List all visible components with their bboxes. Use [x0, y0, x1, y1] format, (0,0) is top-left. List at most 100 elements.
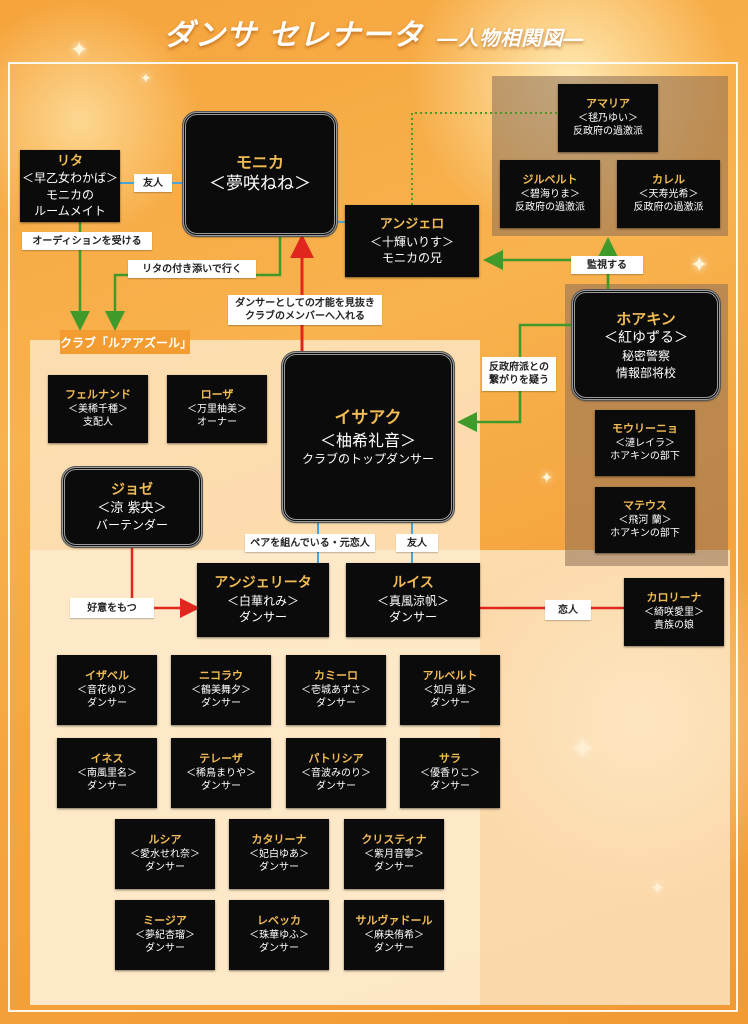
dancer-card: レベッカ＜珠華ゆふ＞ ダンサー	[229, 900, 329, 970]
character-actor: ＜飛河 蘭＞	[618, 514, 672, 526]
club-label: クラブ「ルアアズール」	[60, 330, 192, 354]
character-actor: ＜碧海りま＞	[520, 188, 580, 200]
relation-label: 好意をもつ	[70, 598, 154, 618]
dancer-name: イネス	[90, 752, 124, 766]
character-fernand: フェルナンド ＜美稀千種＞ 支配人	[48, 375, 148, 443]
character-monica: モニカ ＜夢咲ねね＞	[182, 111, 338, 237]
title-text: ダンサ セレナータ	[163, 18, 424, 53]
character-name: ジルベルト	[522, 173, 578, 187]
character-name: モウリーニョ	[612, 422, 678, 436]
dancer-role: ダンサー	[430, 698, 470, 710]
sparkle-icon: ✦	[690, 253, 709, 278]
dancer-name: クリスティナ	[361, 833, 427, 847]
character-actor: ＜柚希礼音＞	[319, 430, 416, 450]
character-name: モニカ	[235, 152, 284, 172]
dancer-role: ダンサー	[87, 698, 127, 710]
dancer-role: ダンサー	[145, 862, 185, 874]
character-role: オーナー	[197, 417, 237, 429]
character-jose: ジョゼ ＜涼 紫央＞ バーテンダー	[61, 466, 203, 548]
character-role: モニカの	[45, 187, 94, 202]
page-title: ダンサ セレナータ ―人物相関図―	[0, 10, 748, 54]
character-name: カレル	[652, 173, 685, 187]
character-role: バーテンダー	[95, 518, 168, 533]
dancer-card: クリスティナ＜紫月音寧＞ダンサー	[344, 819, 444, 889]
dancer-card: テレーザ＜稀鳥まりや＞ダンサー	[171, 738, 271, 808]
dancer-role: ダンサー	[201, 698, 241, 710]
dancer-role: ダンサー	[430, 781, 470, 793]
character-role: ダンサー	[388, 610, 437, 625]
character-name: ルイス	[392, 575, 434, 592]
character-luis: ルイス ＜真風涼帆＞ ダンサー	[346, 563, 480, 637]
relation-label-line: 繋がりを疑う	[489, 375, 549, 386]
dancer-actor: ＜麻央侑希＞	[364, 929, 424, 941]
character-role: 秘密警察	[621, 349, 670, 364]
character-name: カロリーナ	[646, 591, 702, 605]
character-angelo: アンジェロ ＜十輝いりす＞ モニカの兄	[345, 205, 479, 277]
relation-label-line: 反政府派との	[489, 362, 549, 373]
character-name: イサアク	[334, 407, 402, 428]
dancer-role: ダンサー	[259, 943, 299, 955]
character-angelita: アンジェリータ ＜白華れみ＞ ダンサー	[197, 563, 329, 637]
relation-label: リタの付き添いで行く	[128, 260, 256, 278]
character-name: アマリア	[586, 97, 630, 111]
dancer-role: ダンサー	[259, 862, 299, 874]
character-joaquin: ホアキン ＜紅ゆずる＞ 秘密警察 情報部将校	[571, 289, 721, 401]
character-name: ローザ	[200, 388, 234, 402]
outer-frame	[8, 62, 738, 1012]
relation-label: 友人	[396, 534, 438, 552]
dancer-actor: ＜愛水せれ奈＞	[130, 848, 200, 860]
dancer-name: テレーザ	[199, 752, 243, 766]
relation-label: ペアを組んでいる・元恋人	[245, 534, 375, 552]
character-name: フェルナンド	[65, 388, 131, 402]
character-actor: ＜早乙女わかば＞	[21, 171, 118, 186]
character-role: モニカの兄	[381, 250, 442, 265]
character-actor: ＜十輝いりす＞	[369, 234, 454, 249]
dancer-actor: ＜南風里名＞	[77, 767, 137, 779]
dancer-actor: ＜音波みのり＞	[301, 767, 371, 779]
character-rosa: ローザ ＜万里柚美＞ オーナー	[167, 375, 267, 443]
dancer-actor: ＜夢紀杏瑠＞	[135, 929, 195, 941]
character-actor: ＜白華れみ＞	[226, 594, 299, 609]
dancer-actor: ＜紫月音寧＞	[364, 848, 424, 860]
dancer-name: ミージア	[143, 914, 187, 928]
dancer-actor: ＜如月 蓮＞	[423, 684, 477, 696]
character-name: ホアキン	[616, 310, 676, 329]
dancer-card: イネス＜南風里名＞ダンサー	[57, 738, 157, 808]
character-carolina: カロリーナ ＜綺咲愛里＞ 貴族の娘	[624, 578, 724, 646]
subtitle-text: ―人物相関図―	[437, 26, 585, 50]
dancer-name: レベッカ	[257, 914, 301, 928]
dancer-name: カミーロ	[314, 669, 358, 683]
dancer-actor: ＜音花ゆり＞	[77, 684, 137, 696]
dancer-card: ニコラウ＜鶴美舞夕＞ダンサー	[171, 655, 271, 725]
character-role: ホアキンの部下	[610, 451, 680, 463]
character-mateus: マテウス ＜飛河 蘭＞ ホアキンの部下	[595, 487, 695, 553]
dancer-name: サルヴァドール	[355, 914, 433, 928]
character-actor: ＜漣レイラ＞	[615, 437, 675, 449]
sparkle-icon: ✦	[540, 468, 554, 487]
dancer-role: ダンサー	[145, 943, 185, 955]
character-role: ホアキンの部下	[610, 528, 680, 540]
relation-label: ダンサーとしての才能を見抜き クラブのメンバーへ入れる	[228, 295, 382, 325]
character-actor: ＜毬乃ゆい＞	[578, 112, 638, 124]
character-name: リタ	[56, 153, 83, 169]
character-role: 反政府の過激派	[573, 126, 643, 138]
dancer-card: イザベル＜音花ゆり＞ ダンサー	[57, 655, 157, 725]
relation-label: 恋人	[545, 600, 591, 620]
dancer-card: ルシア＜愛水せれ奈＞ダンサー	[115, 819, 215, 889]
dancer-card: アルベルト＜如月 蓮＞ダンサー	[400, 655, 500, 725]
character-gilberto: ジルベルト ＜碧海りま＞ 反政府の過激派	[500, 160, 600, 228]
character-rita: リタ ＜早乙女わかば＞ モニカの ルームメイト	[20, 150, 120, 222]
dancer-actor: ＜珠華ゆふ＞	[249, 929, 309, 941]
dancer-actor: ＜優香りこ＞	[420, 767, 480, 779]
character-role: 情報部将校	[615, 365, 676, 380]
dancer-role: ダンサー	[201, 781, 241, 793]
character-name: アンジェロ	[379, 217, 445, 233]
dancer-name: サラ	[439, 752, 461, 766]
dancer-card: パトリシア＜音波みのり＞ダンサー	[286, 738, 386, 808]
dancer-role: ダンサー	[316, 698, 356, 710]
character-role: 貴族の娘	[654, 620, 694, 632]
character-actor: ＜綺咲愛里＞	[644, 606, 704, 618]
dancer-name: イザベル	[85, 669, 129, 683]
character-name: マテウス	[623, 499, 667, 513]
